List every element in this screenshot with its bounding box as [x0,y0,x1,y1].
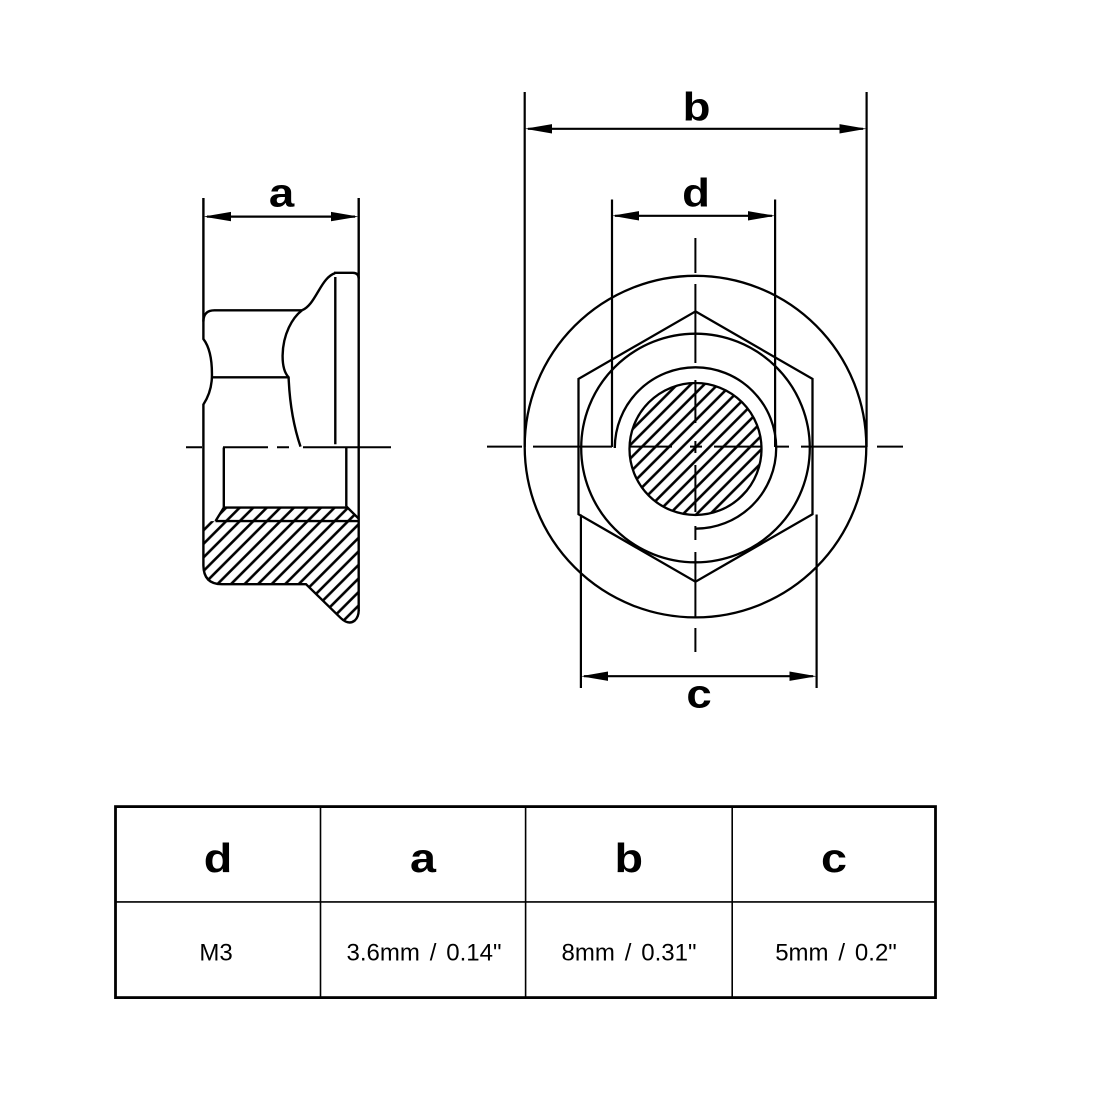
svg-text:c: c [686,672,711,717]
svg-text:8mm / 0.31": 8mm / 0.31" [562,940,697,967]
svg-text:d: d [204,836,233,882]
svg-text:M3: M3 [199,940,232,967]
svg-text:d: d [682,171,710,216]
svg-text:a: a [269,171,296,216]
svg-text:c: c [821,836,847,882]
svg-text:a: a [410,836,437,882]
svg-text:3.6mm / 0.14": 3.6mm / 0.14" [347,940,502,967]
svg-text:b: b [615,836,644,882]
svg-text:5mm / 0.2": 5mm / 0.2" [775,940,897,967]
svg-text:b: b [683,85,711,130]
